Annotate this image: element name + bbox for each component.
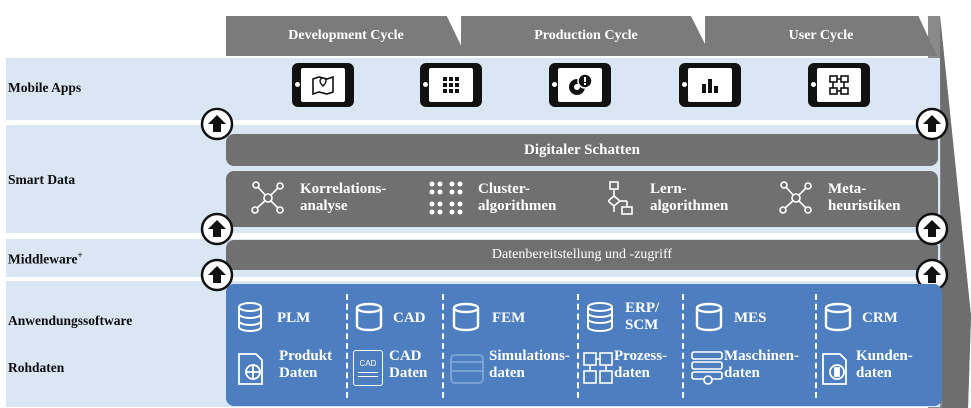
digital-shadow-bar: Digitaler Schatten (226, 134, 938, 166)
rawdata-machine: Maschinen-daten (724, 348, 799, 381)
cad-file-icon: CAD (353, 350, 383, 386)
production-cycle-tab: Production Cycle (461, 16, 711, 56)
database-icon (355, 302, 383, 332)
mobile-app-location-alert (549, 63, 611, 107)
bar-chart-icon (702, 79, 718, 93)
window-icon (450, 354, 484, 384)
network-graph-icon (251, 181, 284, 214)
process-flow-icon (583, 352, 613, 384)
database-icon (824, 302, 852, 332)
smart-data-label: Smart Data (8, 172, 76, 187)
flowchart-icon (608, 181, 633, 215)
algorithm-learning: Lern-algorithmen (650, 181, 729, 214)
mobile-app-grid (420, 63, 482, 107)
rawdata-customer: Kunden-daten (856, 348, 913, 381)
rawdata-simulation: Simulations-daten (489, 348, 570, 381)
column-divider (442, 294, 444, 398)
software-fem: FEM (492, 310, 526, 326)
database-icon (452, 302, 480, 332)
sync-icon (915, 212, 949, 246)
application-data-box (226, 284, 942, 406)
mobile-apps-label: Mobile Apps (8, 80, 82, 95)
column-divider (577, 294, 579, 398)
document-globe-icon (238, 353, 263, 385)
document-person-icon (822, 353, 847, 385)
column-divider (815, 294, 817, 398)
software-plm: PLM (277, 310, 311, 326)
database-icon (695, 302, 723, 332)
algorithms-bar (226, 171, 938, 227)
column-divider (682, 294, 684, 398)
network-icon (829, 75, 849, 95)
middleware-bar: Datenbereitstellung und -zugriff (226, 240, 938, 270)
cluster-dots-icon (429, 181, 463, 215)
software-crm: CRM (862, 310, 898, 326)
mobile-app-network (808, 63, 870, 107)
mobile-app-bar-chart (679, 63, 741, 107)
software-mes: MES (734, 310, 767, 326)
software-erp-scm: ERP/SCM (625, 300, 660, 333)
location-alert-icon (569, 73, 593, 95)
sync-icon (200, 258, 234, 292)
network-graph-icon (779, 181, 812, 214)
sync-icon (200, 212, 234, 246)
grid-icon (443, 77, 459, 93)
database-icon (238, 302, 262, 332)
server-icon (691, 351, 723, 385)
middleware-label: Middleware+ (8, 250, 83, 267)
sync-icon (200, 107, 234, 141)
rawdata-process: Prozess-daten (614, 348, 668, 381)
algorithm-cluster: Cluster-algorithmen (478, 181, 557, 214)
database-stack-icon (587, 302, 613, 332)
algorithm-correlation: Korrelations-analyse (300, 181, 387, 214)
sync-icon (915, 107, 949, 141)
software-cad: CAD (393, 310, 426, 326)
application-software-label: Anwendungssoftware (8, 313, 133, 328)
development-cycle-tab: Development Cycle (226, 16, 466, 56)
raw-data-label: Rohdaten (8, 360, 65, 375)
mobile-app-map (292, 63, 354, 107)
map-icon (312, 75, 334, 96)
user-cycle-tab: User Cycle (705, 16, 937, 56)
algorithm-metaheuristics: Meta-heuristiken (828, 181, 901, 214)
column-divider (346, 294, 348, 398)
